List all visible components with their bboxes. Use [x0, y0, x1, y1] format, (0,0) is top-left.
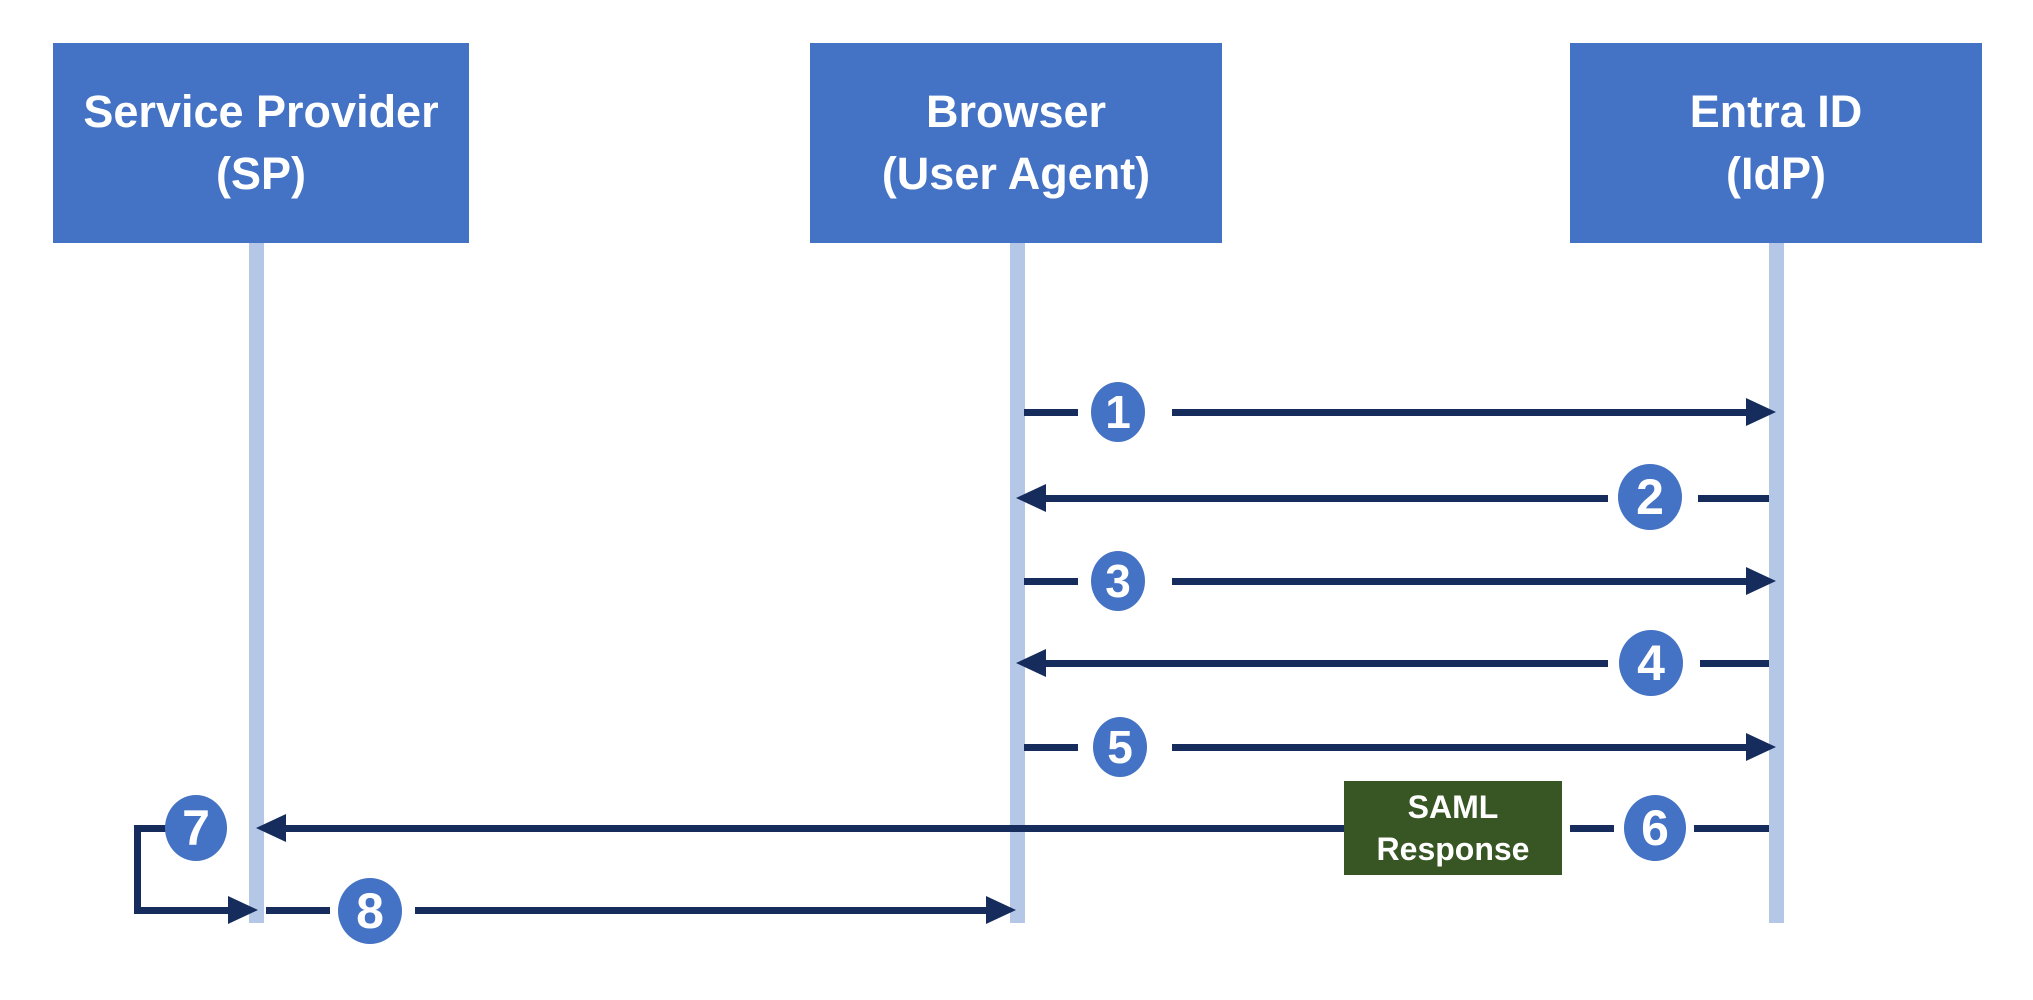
step-6-line [284, 825, 1344, 832]
step-6-arrowhead-left-icon [256, 814, 286, 842]
step-2-line-end [1698, 495, 1769, 502]
step-2-line [1044, 495, 1608, 502]
step-8-loop-horizontal-line [134, 907, 228, 914]
actor-label-line2: (IdP) [1726, 148, 1826, 199]
actor-label-line2: (User Agent) [881, 148, 1151, 199]
step-5-number: 5 [1107, 721, 1133, 773]
step-2-number: 2 [1636, 469, 1664, 525]
saml-response-label: SAML Response [1344, 781, 1562, 875]
step-7-loop-vertical-line [134, 825, 141, 914]
lifeline-service-provider [249, 243, 264, 923]
step-5-line [1172, 744, 1748, 751]
saml-response-line1: SAML [1407, 789, 1499, 825]
actor-label-line1: Entra ID [1689, 86, 1863, 137]
step-7-stub [134, 825, 167, 832]
step-8-number: 8 [356, 883, 384, 939]
step-3-number: 3 [1105, 555, 1131, 607]
step-4-badge: 4 [1619, 630, 1683, 696]
actor-box-browser: Browser (User Agent) [810, 43, 1222, 243]
step-2-badge: 2 [1618, 464, 1682, 530]
step-3-line [1172, 578, 1748, 585]
step-1-arrowhead-right-icon [1746, 398, 1776, 426]
step-6-badge: 6 [1624, 795, 1686, 861]
step-5-line-start [1024, 744, 1078, 751]
step-3-badge: 3 [1091, 551, 1145, 611]
step-8-line [415, 907, 986, 914]
actor-box-entra-id: Entra ID (IdP) [1570, 43, 1982, 243]
step-5-badge: 5 [1093, 717, 1147, 777]
step-3-arrowhead-right-icon [1746, 567, 1776, 595]
actor-label-line1: Browser [925, 86, 1107, 137]
step-8-line-start [266, 907, 330, 914]
step-8-arrowhead-right-icon [986, 896, 1016, 924]
step-1-line [1172, 409, 1748, 416]
actor-label-line2: (SP) [216, 148, 306, 199]
step-6-line-dash [1570, 825, 1614, 832]
actor-label-line1: Service Provider [83, 86, 439, 137]
step-6-line-end [1694, 825, 1769, 832]
step-4-number: 4 [1637, 635, 1665, 691]
step-1-number: 1 [1105, 386, 1131, 438]
actor-box-service-provider: Service Provider (SP) [53, 43, 469, 243]
step-7-number: 7 [182, 800, 210, 856]
step-1-line-start [1024, 409, 1078, 416]
step-5-arrowhead-right-icon [1746, 733, 1776, 761]
step-4-line [1044, 660, 1608, 667]
lifeline-browser [1010, 243, 1025, 923]
step-7-badge: 7 [165, 795, 227, 861]
step-4-arrowhead-left-icon [1016, 649, 1046, 677]
step-2-arrowhead-left-icon [1016, 484, 1046, 512]
saml-response-line2: Response [1376, 831, 1530, 867]
step-6-number: 6 [1641, 800, 1669, 856]
step-4-line-end [1700, 660, 1769, 667]
step-8-arrowhead-into-sp-icon [228, 896, 258, 924]
step-1-badge: 1 [1091, 382, 1145, 442]
step-3-line-start [1024, 578, 1078, 585]
step-8-badge: 8 [338, 878, 402, 944]
